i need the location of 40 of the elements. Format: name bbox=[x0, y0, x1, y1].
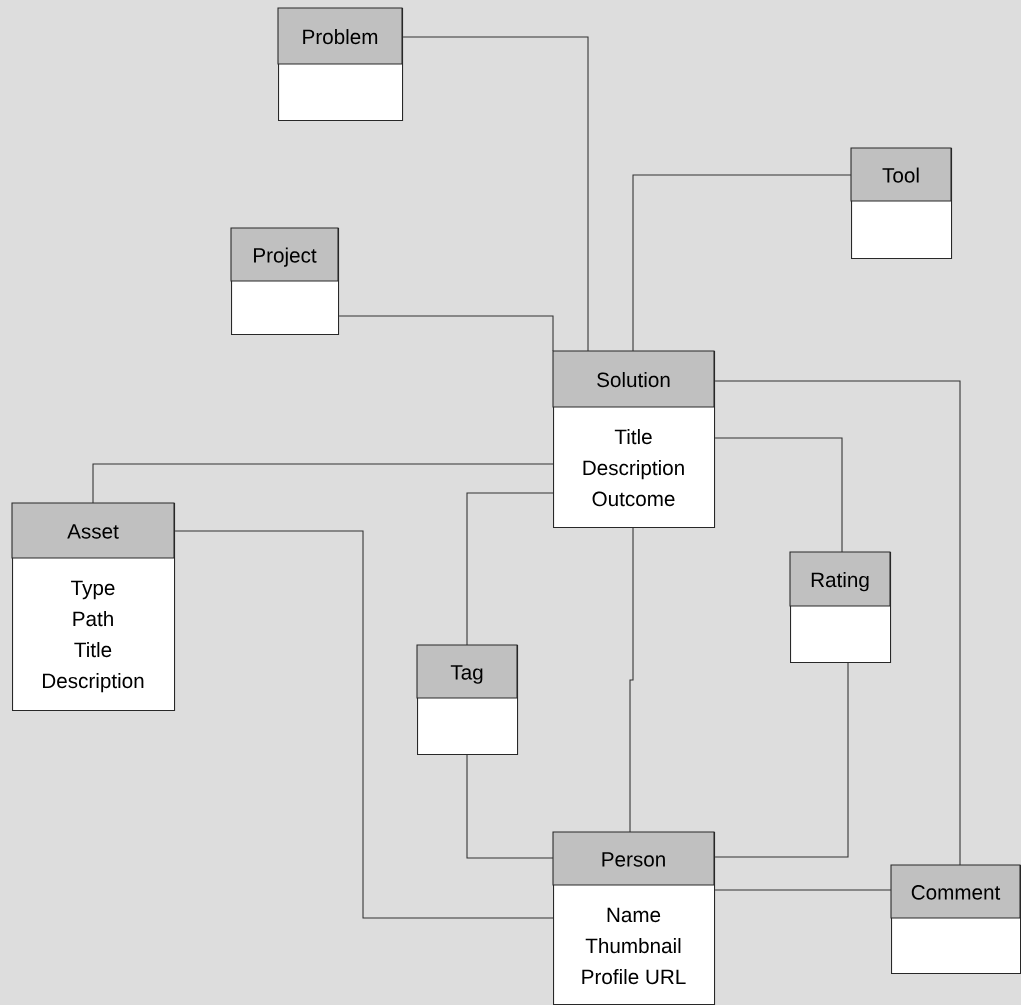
connector-line bbox=[714, 437, 843, 553]
attribute-text: Title bbox=[74, 642, 112, 658]
connector-line bbox=[629, 527, 634, 833]
connector-line bbox=[466, 754, 554, 859]
entity-name: Asset bbox=[67, 524, 119, 539]
connector-line bbox=[402, 36, 589, 352]
connector-line bbox=[338, 315, 554, 352]
entity-box bbox=[789, 551, 892, 664]
attribute-text: Path bbox=[73, 611, 113, 627]
entity-box bbox=[416, 644, 519, 756]
entity-name: Comment bbox=[911, 885, 1001, 900]
entity-name: Rating bbox=[811, 572, 869, 592]
entity-box bbox=[11, 502, 176, 712]
connector-line bbox=[714, 889, 892, 891]
attribute-text: Description bbox=[583, 460, 684, 480]
entity-name: Solution bbox=[597, 372, 670, 388]
entity-box bbox=[552, 831, 716, 1005]
entity-name: Person bbox=[602, 852, 665, 867]
entity-box bbox=[277, 7, 404, 122]
attribute-text: Thumbnail bbox=[585, 938, 681, 954]
attribute-text: Title bbox=[614, 429, 652, 445]
attribute-text: Name bbox=[607, 907, 661, 923]
entity-box bbox=[552, 350, 716, 529]
entity-box bbox=[850, 147, 953, 260]
connector-line bbox=[466, 492, 554, 646]
entity-box bbox=[890, 864, 1021, 975]
connector-line bbox=[92, 463, 554, 504]
connector-line bbox=[174, 530, 554, 919]
entity-name: Problem bbox=[303, 29, 378, 45]
entity-name: Tool bbox=[882, 167, 919, 183]
entity-box bbox=[230, 227, 340, 336]
attribute-text: Type bbox=[71, 580, 115, 600]
entity-name: Project bbox=[254, 247, 317, 267]
connector-line bbox=[714, 380, 961, 866]
connector-line bbox=[632, 174, 852, 352]
connector-line bbox=[714, 662, 849, 858]
entity-name: Tag bbox=[450, 665, 483, 684]
attribute-text: Profile URL bbox=[582, 969, 686, 985]
attribute-text: Outcome bbox=[592, 491, 675, 507]
attribute-text: Description bbox=[43, 673, 144, 693]
